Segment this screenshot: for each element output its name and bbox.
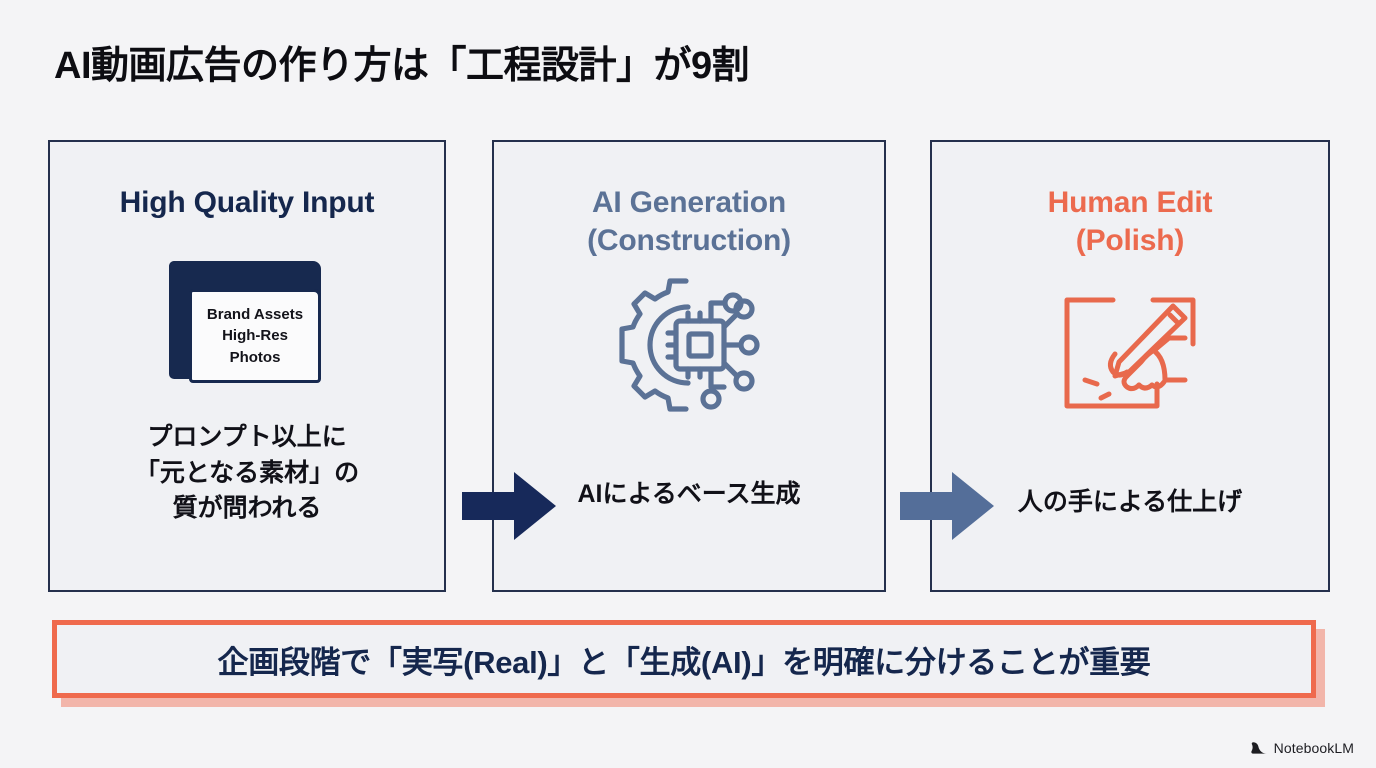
card-3-caption: 人の手による仕上げ — [1018, 485, 1242, 521]
hand-pencil-edit-icon — [1064, 297, 1196, 409]
right-arrow-icon — [462, 472, 556, 540]
card-2-title-line-2: (Construction) — [587, 224, 791, 258]
folder-tab — [169, 261, 231, 278]
notebooklm-icon — [1250, 741, 1267, 754]
card-ai-generation[interactable]: AI Generation (Construction) — [492, 140, 886, 592]
notebooklm-watermark: NotebookLM — [1250, 740, 1354, 756]
card-1-caption: プロンプト以上に 「元となる素材」の 質が問われる — [135, 420, 359, 527]
right-arrow-icon — [900, 472, 994, 540]
key-message-text: 企画段階で「実写(Real)」と「生成(AI)」を明確に分けることが重要 — [217, 644, 1151, 680]
card-1-caption-line-3: 質が問われる — [172, 494, 322, 523]
card-1-title: High Quality Input — [119, 186, 375, 219]
card-2-caption-line-1: AIによるベース生成 — [577, 479, 801, 508]
card-1-icon-area: Brand Assets High-Res Photos — [167, 254, 327, 394]
card-2-caption: AIによるベース生成 — [577, 477, 800, 513]
card-3-title-line-1: Human Edit — [1047, 186, 1213, 219]
arrow-input-to-generation — [462, 470, 558, 542]
card-human-edit[interactable]: Human Edit (Polish) — [930, 140, 1330, 592]
folder-icon: Brand Assets High-Res Photos — [167, 261, 327, 387]
card-3-title: Human Edit (Polish) — [1048, 184, 1213, 261]
folder-front-sheet: Brand Assets High-Res Photos — [189, 289, 321, 384]
arrow-generation-to-edit — [900, 470, 996, 542]
card-high-quality-input[interactable]: High Quality Input Brand Assets High-Res… — [48, 140, 446, 592]
folder-line-2: High-Res — [222, 327, 288, 345]
card-2-title: AI Generation (Construction) — [587, 184, 791, 261]
card-3-icon-area — [1057, 283, 1203, 423]
key-message-banner: 企画段階で「実写(Real)」と「生成(AI)」を明確に分けることが重要 — [52, 620, 1316, 698]
card-1-caption-line-2: 「元となる素材」の — [134, 458, 360, 487]
card-1-caption-line-1: プロンプト以上に — [147, 423, 347, 452]
folder-line-3: Photos — [229, 349, 281, 367]
process-flow-cards: High Quality Input Brand Assets High-Res… — [48, 140, 1330, 592]
card-3-title-line-2: (Polish) — [1075, 224, 1185, 258]
card-2-title-line-1: AI Generation — [591, 186, 787, 219]
gear-chip-circuit-icon — [619, 278, 760, 412]
folder-line-1: Brand Assets — [206, 305, 304, 323]
card-2-icon-area — [614, 275, 764, 415]
card-3-caption-line-1: 人の手による仕上げ — [1017, 487, 1243, 516]
watermark-label: NotebookLM — [1273, 740, 1354, 756]
page-title: AI動画広告の作り方は「工程設計」が9割 — [54, 45, 750, 87]
